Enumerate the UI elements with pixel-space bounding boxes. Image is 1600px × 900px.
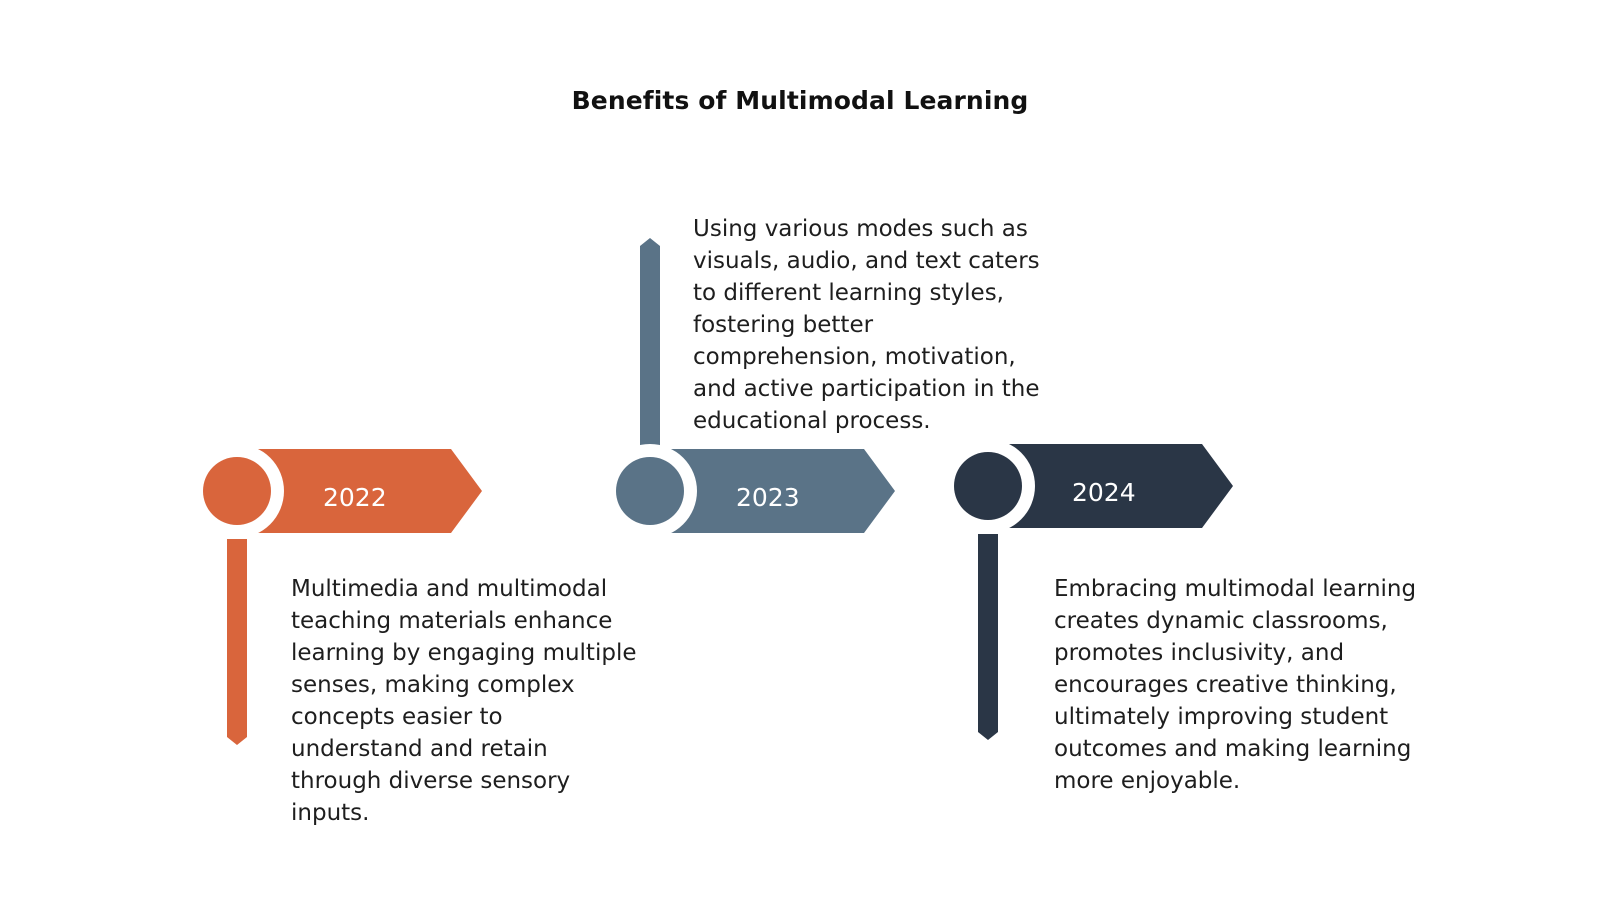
step-2024-connector-stem bbox=[978, 534, 998, 740]
step-2024-year-label: 2024 bbox=[1072, 478, 1136, 507]
step-2023-connector-stem bbox=[640, 238, 660, 446]
step-2022-arrow-banner bbox=[255, 449, 482, 533]
step-2023-description: Using various modes such as visuals, aud… bbox=[693, 216, 1040, 434]
diagram-title: Benefits of Multimodal Learning bbox=[571, 86, 1029, 115]
step-2022-description: Multimedia and multimodal teaching mater… bbox=[291, 576, 637, 826]
step-2024-node bbox=[954, 452, 1022, 520]
step-2024-arrow-banner bbox=[1006, 444, 1233, 528]
step-2024-graphic bbox=[941, 439, 1233, 740]
step-2023-node bbox=[616, 457, 684, 525]
step-2023-graphic bbox=[603, 238, 895, 538]
step-2023-year-label: 2023 bbox=[736, 483, 800, 512]
step-2022-graphic bbox=[190, 444, 482, 745]
step-2024-description: Embracing multimodal learning creates dy… bbox=[1054, 576, 1417, 794]
step-2022-connector-stem bbox=[227, 539, 247, 745]
step-2022-node bbox=[203, 457, 271, 525]
step-2022-year-label: 2022 bbox=[323, 483, 387, 512]
step-2023-arrow-banner bbox=[668, 449, 895, 533]
